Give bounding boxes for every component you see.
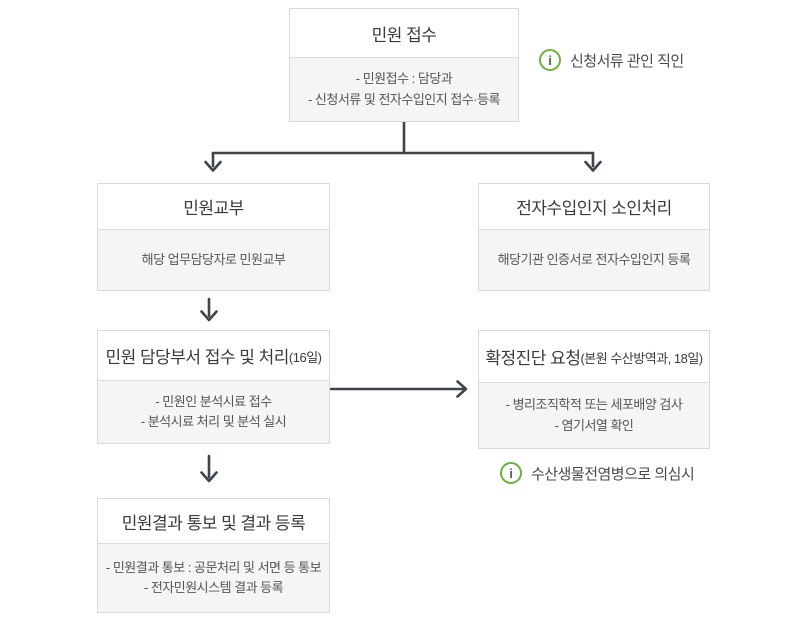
- box-title-text: 민원 접수: [371, 25, 437, 45]
- box-body-line: 해당 업무담당자로 민원교부: [141, 251, 286, 267]
- box-title-text: 민원결과 통보 및 결과 등록: [121, 513, 306, 533]
- flow-box-result: 민원결과 통보 및 결과 등록 - 민원결과 통보 : 공문처리 및 서면 등 …: [97, 498, 330, 613]
- box-title-stamp: 전자수입인지 소인처리: [479, 184, 709, 229]
- box-body-issue: 해당 업무담당자로 민원교부: [98, 229, 329, 290]
- box-body-reception: - 민원접수 : 담당과 - 신청서류 및 전자수입인지 접수·등록: [290, 57, 518, 121]
- box-body-line: 해당기관 인증서로 전자수입인지 등록: [497, 251, 691, 267]
- flow-box-handling: 민원 담당부서 접수 및 처리(16일) - 민원인 분석시료 접수 - 분석시…: [97, 330, 330, 444]
- note-text: 신청서류 관인 직인: [570, 52, 684, 70]
- box-title-handling: 민원 담당부서 접수 및 처리(16일): [98, 331, 329, 380]
- box-body-line: - 민원인 분석시료 접수: [155, 393, 272, 409]
- arrow-to-issue-head: [204, 160, 222, 172]
- info-icon: i: [500, 462, 522, 484]
- box-body-line: - 분석시료 처리 및 분석 실시: [140, 414, 287, 429]
- box-body-handling: - 민원인 분석시료 접수 - 분석시료 처리 및 분석 실시: [98, 380, 329, 443]
- flow-box-diagnosis: 확정진단 요청(본원 수산방역과, 18일) - 병리조직학적 또는 세포배양 …: [478, 330, 710, 449]
- arrow-handling-to-diagnosis-head: [456, 380, 468, 398]
- note-suspected-disease: i 수산생물전염병으로 의심시: [500, 462, 695, 484]
- box-body-result: - 민원결과 통보 : 공문처리 및 서면 등 통보 - 전자민원시스템 결과 …: [98, 543, 329, 612]
- box-body-line: - 민원결과 통보 : 공문처리 및 서면 등 통보: [105, 559, 322, 575]
- arrow-issue-to-handling-head: [200, 310, 218, 322]
- arrow-to-stamp-head: [584, 160, 602, 172]
- box-title-result: 민원결과 통보 및 결과 등록: [98, 499, 329, 543]
- box-body-line: - 신청서류 및 전자수입인지 접수·등록: [307, 91, 501, 107]
- flow-box-stamp: 전자수입인지 소인처리 해당기관 인증서로 전자수입인지 등록: [478, 183, 710, 291]
- box-body-line: - 염기서열 확인: [554, 417, 634, 433]
- arrow-handling-to-result-head: [200, 471, 218, 483]
- box-title-diagnosis: 확정진단 요청(본원 수산방역과, 18일): [479, 331, 709, 382]
- box-body-line: - 병리조직학적 또는 세포배양 검사: [505, 397, 683, 413]
- info-icon: i: [539, 49, 561, 71]
- box-title-text: 전자수입인지 소인처리: [516, 199, 672, 218]
- box-title-issue: 민원교부: [98, 184, 329, 229]
- note-text: 수산생물전염병으로 의심시: [531, 465, 695, 483]
- note-application-seal: i 신청서류 관인 직인: [539, 49, 684, 71]
- box-body-line: - 민원접수 : 담당과: [355, 71, 453, 87]
- box-title-suffix: (본원 수산방역과, 18일): [580, 351, 703, 366]
- box-title-text: 민원교부: [183, 199, 244, 218]
- box-title-reception: 민원 접수: [290, 9, 518, 57]
- box-body-line: - 전자민원시스템 결과 등록: [143, 580, 284, 595]
- box-body-diagnosis: - 병리조직학적 또는 세포배양 검사 - 염기서열 확인: [479, 382, 709, 448]
- box-body-stamp: 해당기관 인증서로 전자수입인지 등록: [479, 229, 709, 290]
- flow-box-reception: 민원 접수 - 민원접수 : 담당과 - 신청서류 및 전자수입인지 접수·등록: [289, 8, 519, 122]
- box-title-suffix: (16일): [288, 350, 322, 365]
- flow-box-issue: 민원교부 해당 업무담당자로 민원교부: [97, 183, 330, 291]
- box-title-text: 확정진단 요청: [485, 349, 581, 368]
- box-title-text: 민원 담당부서 접수 및 처리: [105, 348, 289, 367]
